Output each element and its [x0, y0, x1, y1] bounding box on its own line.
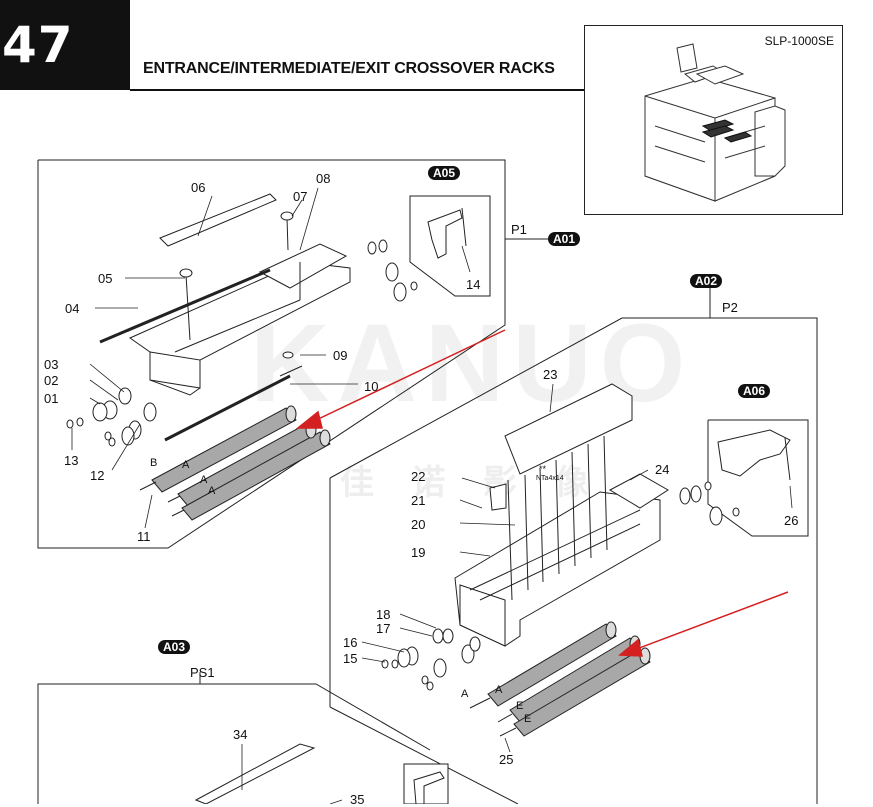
- p1-roller-a2: [181, 431, 331, 521]
- part-label-10: 10: [364, 379, 379, 394]
- red-arrow-p2: [633, 591, 789, 651]
- part-label-09: 09: [333, 348, 348, 363]
- screw-note-spec: NTa4x14: [536, 475, 564, 482]
- part-label-34: 34: [233, 727, 248, 742]
- part-label-16: 16: [343, 635, 358, 650]
- p1-frame: [37, 159, 506, 549]
- p2-frame: [329, 317, 818, 804]
- part-label-08: 08: [316, 171, 331, 186]
- part-label-15: 15: [343, 651, 358, 666]
- group-tag-a03: A03: [158, 640, 191, 654]
- part-label-19: 19: [411, 545, 426, 560]
- model-name: SLP-1000SE: [764, 34, 834, 48]
- a05-bracket: [409, 195, 491, 297]
- group-label-p1: P1: [511, 222, 527, 237]
- group-tag-a02: A02: [690, 274, 723, 288]
- screw-note-stars: **: [539, 464, 547, 474]
- watermark-cjk: 佳 诺 影 像: [340, 464, 603, 502]
- part-label-23: 23: [543, 367, 558, 382]
- part-label-05: 05: [98, 271, 113, 286]
- machine-thumbnail-drawing: [644, 43, 786, 202]
- roller-mark-a-1: A: [182, 459, 190, 471]
- sub-tag-a06: A06: [738, 384, 771, 398]
- page-number: 47: [0, 0, 130, 90]
- group-label-p2: P2: [722, 300, 738, 315]
- roller-mark-a-3: A: [208, 485, 216, 497]
- sub-tag-a05: A05: [428, 166, 461, 180]
- roller-mark-a-4: A: [461, 688, 469, 700]
- page-title: ENTRANCE/INTERMEDIATE/EXIT CROSSOVER RAC…: [143, 60, 555, 77]
- part-label-18: 18: [376, 607, 391, 622]
- p2-roller-e2: [513, 649, 651, 737]
- part-label-35: 35: [350, 792, 365, 807]
- model-thumbnail-box: SLP-1000SE: [584, 25, 843, 215]
- ps1-frame: [37, 683, 431, 804]
- p2-roller-a: [487, 623, 617, 707]
- part-label-20: 20: [411, 517, 426, 532]
- part-label-07: 07: [293, 189, 308, 204]
- part-label-25: 25: [499, 752, 514, 767]
- group-tag-a01: A01: [548, 232, 581, 246]
- part-label-17: 17: [376, 621, 391, 636]
- roller-mark-e-1: E: [516, 700, 524, 712]
- part-label-04: 04: [65, 301, 80, 316]
- part-label-02: 02: [44, 373, 59, 388]
- part-label-13: 13: [64, 453, 79, 468]
- red-arrow-p1: [311, 329, 506, 423]
- part-label-12: 12: [90, 468, 105, 483]
- part-label-06: 06: [191, 180, 206, 195]
- roller-mark-a-2: A: [200, 474, 208, 486]
- title-rule: [130, 89, 585, 91]
- part-label-24: 24: [655, 462, 670, 477]
- part-label-22: 22: [411, 469, 426, 484]
- roller-mark-b: B: [150, 457, 158, 469]
- group-label-ps1: PS1: [190, 665, 215, 680]
- part-label-03: 03: [44, 357, 59, 372]
- p2-top-cover: [504, 383, 633, 475]
- part-label-26: 26: [784, 513, 799, 528]
- part-label-01: 01: [44, 391, 59, 406]
- part-label-11: 11: [137, 529, 151, 544]
- part-label-14: 14: [466, 277, 481, 292]
- part-label-21: 21: [411, 493, 426, 508]
- roller-mark-e-2: E: [524, 713, 532, 725]
- roller-mark-a-5: A: [495, 684, 503, 696]
- p1-roller-b: [151, 407, 297, 493]
